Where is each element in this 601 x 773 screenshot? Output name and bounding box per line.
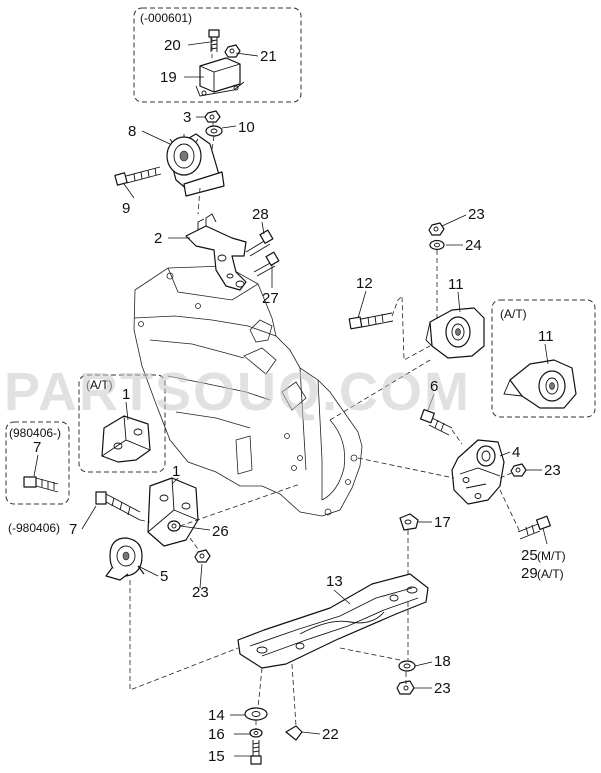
part-5-mount [105, 537, 145, 581]
callout-12: 12 [356, 275, 373, 292]
callout-3: 3 [183, 109, 191, 126]
callout-23-bottom-right: 23 [434, 680, 451, 697]
part-9-bolt [114, 166, 162, 186]
part-6-bolt [419, 408, 453, 436]
callout-24: 24 [465, 237, 482, 254]
part-17-bushing [399, 513, 419, 531]
callout-7-box: 7 [33, 439, 41, 456]
callout-23-right: 23 [544, 462, 561, 479]
part-14-bushing [244, 707, 268, 721]
part-24-washer [429, 239, 445, 251]
part-18-bushing [398, 660, 416, 672]
callout-1: 1 [172, 463, 180, 480]
variant-label-top-box: (-000601) [140, 11, 192, 25]
callout-10: 10 [238, 119, 255, 136]
part-3-nut [204, 110, 221, 123]
part-25-29-bolt [517, 515, 551, 540]
watermark-text: PARTSOUQ.COM [4, 362, 471, 422]
part-22-clip [285, 725, 303, 741]
part-23-nut-right [510, 463, 527, 477]
variant-box-left [5, 421, 70, 505]
callout-20: 20 [164, 37, 181, 54]
callout-2: 2 [154, 230, 162, 247]
variant-label-left-bolt: (-980406) [8, 521, 60, 535]
part-27-bolt [253, 251, 280, 277]
part-21-nut [224, 44, 241, 58]
part-7-bolt [95, 491, 141, 521]
callout-23-lower-left: 23 [192, 584, 209, 601]
part-11-transaxle-mount-at [503, 359, 577, 409]
part-26-bolt [167, 520, 181, 532]
part-15-bolt [250, 740, 262, 765]
variant-box-top [133, 7, 302, 103]
part-19-mount-bracket [195, 57, 245, 97]
callout-17: 17 [434, 514, 451, 531]
part-8-engine-mount [166, 133, 225, 197]
callout-27: 27 [262, 290, 279, 307]
engine-block-outline [133, 265, 363, 517]
part-2-bracket [185, 213, 247, 291]
variant-label-at-left: (A/T) [86, 378, 113, 392]
callout-15: 15 [208, 748, 225, 765]
variant-label-left-box: (980406-) [9, 426, 61, 440]
part-1-bracket-at [101, 415, 151, 463]
callout-14: 14 [208, 707, 225, 724]
part-10-washer [205, 125, 223, 137]
callout-16: 16 [208, 726, 225, 743]
part-7-bolt-box [23, 476, 59, 493]
callout-11-at: 11 [538, 328, 554, 345]
callout-5: 5 [160, 568, 168, 585]
callout-13: 13 [326, 573, 343, 590]
callout-4: 4 [512, 444, 520, 461]
callout-28: 28 [252, 206, 269, 223]
callout-1-at: 1 [122, 386, 130, 403]
callout-18: 18 [434, 653, 451, 670]
callout-8: 8 [128, 123, 136, 140]
part-23-nut-lower-left [194, 549, 211, 563]
callout-22: 22 [322, 726, 339, 743]
part-11-transaxle-mount [425, 307, 485, 359]
leader-lines [33, 41, 549, 757]
part-20-bolt [208, 29, 220, 52]
callout-9: 9 [122, 200, 130, 217]
variant-box-at-right [491, 299, 596, 418]
part-23-nut-bottom-right [396, 680, 415, 695]
part-23-nut-top-right [428, 222, 445, 236]
callout-19: 19 [160, 69, 177, 86]
callout-11: 11 [448, 276, 464, 293]
variant-box-at-left [78, 374, 166, 473]
callout-6: 6 [430, 378, 438, 395]
assembly-lines [129, 38, 521, 730]
callout-25: 25 [521, 547, 538, 564]
callout-labels: 20 21 19 3 10 8 9 28 2 27 23 24 11 12 11… [33, 37, 566, 765]
callout-7: 7 [69, 521, 77, 538]
variant-label-at-bolt: (A/T) [537, 567, 564, 581]
variant-label-mt: (M/T) [537, 549, 566, 563]
callout-26: 26 [212, 523, 229, 540]
part-12-bolt [348, 312, 394, 330]
part-16-washer [249, 728, 263, 738]
part-1-bracket [147, 477, 199, 547]
variant-label-at-right: (A/T) [500, 307, 527, 321]
callout-29: 29 [521, 565, 538, 582]
callout-21: 21 [260, 48, 277, 65]
part-28-bolt [245, 229, 274, 257]
callout-23-top-right: 23 [468, 206, 485, 223]
part-4-mount-bracket [451, 439, 505, 505]
